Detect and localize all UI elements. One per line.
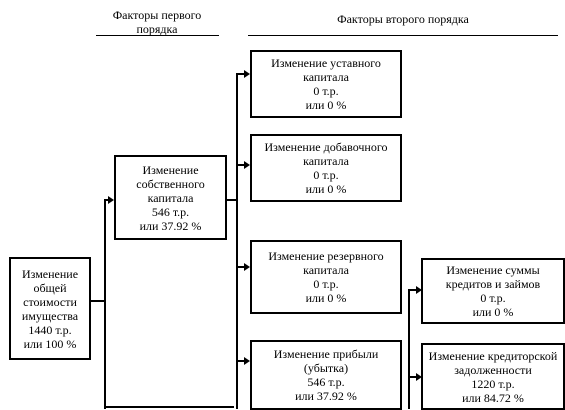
reserve-line-3: 0 т.р. [313, 277, 339, 291]
arrow-to-reserve [244, 263, 250, 271]
header-first-order-line-2: порядка [136, 22, 178, 36]
header-first-order-underline [96, 35, 219, 36]
connector-to-payables [408, 376, 417, 378]
payables-line-1: Изменение кредиторской [428, 348, 558, 363]
equity-line-5: или 37.92 % [139, 218, 202, 233]
reserve-line-2: капитала [303, 263, 349, 277]
charter-line-3: 0 т.р. [313, 84, 339, 98]
header-second-order-underline [248, 35, 558, 36]
arrow-to-equity [108, 196, 114, 204]
charter-line-2: капитала [303, 70, 349, 84]
equity-line-2: собственного [136, 176, 205, 191]
reserve-line-4: или 0 % [305, 291, 347, 305]
header-first-order-line-1: Факторы первого [112, 8, 202, 22]
payables-line-2: задолженности [454, 362, 532, 377]
root-line-4: имущества [21, 308, 79, 323]
equity-line-3: капитала [147, 190, 194, 205]
arrow-to-profit [244, 357, 250, 365]
profit-line-3: 546 т.р. [307, 375, 345, 389]
root-line-5: 1440 т.р. [28, 322, 72, 337]
loans-line-3: 0 т.р. [480, 291, 506, 305]
connector-trunk3 [408, 289, 410, 409]
payables-line-4: или 84.72 % [462, 390, 524, 405]
equity-change-box: Изменение собственного капитала 546 т.р.… [114, 155, 227, 240]
equity-line-1: Изменение [142, 162, 199, 177]
equity-line-4: 546 т.р. [151, 204, 190, 219]
profit-line-2: (убытка) [303, 361, 349, 375]
additional-line-1: Изменение добавочного [264, 140, 388, 154]
arrow-to-loans [416, 286, 422, 294]
additional-capital-change-box: Изменение добавочного капитала 0 т.р. ил… [250, 134, 402, 202]
charter-line-1: Изменение уставного [271, 56, 381, 70]
connector-equity-to-trunk2 [225, 199, 238, 201]
profit-line-1: Изменение прибыли [273, 347, 379, 361]
connector-to-charter [236, 73, 244, 75]
root-total-assets-change-box: Изменение общей стоимости имущества 1440… [9, 257, 91, 360]
loans-line-1: Изменение суммы [446, 263, 540, 277]
profit-line-4: или 37.92 % [295, 389, 357, 403]
arrow-to-payables [416, 373, 422, 381]
root-line-3: стоимости [23, 294, 77, 309]
arrow-to-charter [244, 70, 250, 78]
payables-line-3: 1220 т.р. [471, 376, 515, 391]
reserve-capital-change-box: Изменение резервного капитала 0 т.р. или… [250, 240, 402, 314]
charter-capital-change-box: Изменение уставного капитала 0 т.р. или … [250, 50, 402, 118]
loans-line-2: кредитов и займов [445, 277, 541, 291]
loans-change-box: Изменение суммы кредитов и займов 0 т.р.… [421, 258, 565, 324]
connector-to-additional [236, 164, 244, 166]
connector-to-profit [236, 360, 244, 362]
reserve-line-1: Изменение резервного [268, 249, 384, 263]
payables-change-box: Изменение кредиторской задолженности 122… [421, 343, 565, 410]
header-first-order: Факторы первого порядка [96, 8, 218, 36]
profit-change-box: Изменение прибыли (убытка) 546 т.р. или … [250, 340, 402, 410]
connector-trunk2 [236, 73, 238, 409]
arrow-to-additional [244, 161, 250, 169]
loans-line-4: или 0 % [472, 305, 514, 319]
charter-line-4: или 0 % [305, 98, 347, 112]
root-line-6: или 100 % [23, 336, 77, 351]
connector-root-to-trunk1 [89, 300, 106, 302]
additional-line-3: 0 т.р. [313, 168, 339, 182]
root-line-1: Изменение [21, 266, 79, 281]
connector-to-loans [408, 289, 417, 291]
connector-trunk1-to-equity [104, 199, 109, 201]
connector-to-reserve [236, 266, 244, 268]
header-second-order-text: Факторы второго порядка [337, 12, 469, 26]
connector-trunk1-bottom [104, 406, 234, 408]
header-second-order: Факторы второго порядка [248, 12, 558, 26]
additional-line-4: или 0 % [305, 182, 347, 196]
additional-line-2: капитала [303, 154, 349, 168]
connector-trunk1 [104, 199, 106, 409]
root-line-2: общей [33, 280, 67, 295]
